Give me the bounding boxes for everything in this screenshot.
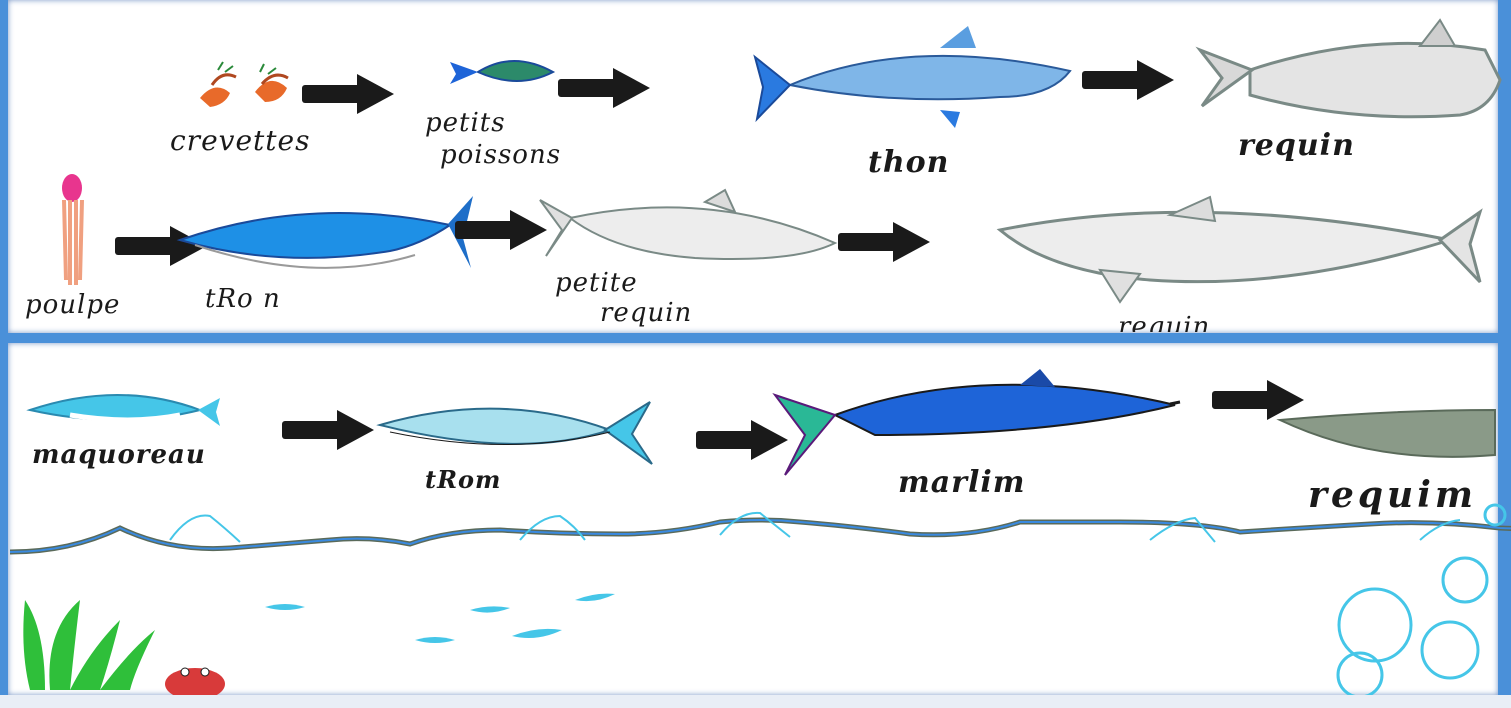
tuna-drawing-2 — [180, 196, 473, 268]
small-fish-drawing — [450, 61, 553, 84]
arrow-1 — [302, 74, 394, 114]
label-petite: petite — [555, 268, 638, 298]
label-requin-2: requin — [1118, 312, 1210, 332]
school-of-fish-drawing — [265, 594, 615, 643]
label-poissons: poissons — [440, 140, 561, 170]
tuna-drawing-1 — [755, 26, 1070, 128]
shark-drawing-1 — [1200, 20, 1500, 117]
shark-drawing-2 — [1000, 197, 1480, 302]
arrow-6 — [838, 222, 930, 262]
label-thon-2: tRo n — [205, 284, 281, 314]
bubbles-drawing — [1338, 505, 1505, 697]
small-shark-drawing — [540, 190, 835, 259]
tuna-drawing-3 — [380, 402, 652, 464]
shark-drawing-3 — [1280, 410, 1495, 457]
shrimp-drawing — [200, 62, 288, 107]
marlin-drawing — [775, 369, 1180, 475]
arrow-8 — [696, 420, 788, 460]
arrow-9 — [1212, 380, 1304, 420]
label-petits: petits — [425, 108, 506, 138]
label-poulpe: poulpe — [25, 290, 120, 320]
octopus-drawing — [62, 174, 82, 285]
arrow-4 — [115, 226, 207, 266]
label-petit-requin: requin — [600, 298, 692, 328]
label-crevettes: crevettes — [170, 124, 310, 157]
label-thon-3: tRom — [425, 465, 501, 494]
label-thon: thon — [868, 145, 950, 180]
mackerel-drawing — [30, 395, 220, 426]
label-maquoreau: maquoreau — [32, 440, 206, 470]
bottom-edge — [0, 695, 1511, 708]
waves-drawing — [10, 513, 1511, 552]
seaweed-drawing — [23, 600, 155, 690]
arrow-3 — [1082, 60, 1174, 100]
arrow-2 — [558, 68, 650, 108]
arrow-5 — [455, 210, 547, 250]
arrow-7 — [282, 410, 374, 450]
label-requin: requin — [1238, 128, 1355, 163]
label-marlim: marlim — [898, 465, 1026, 500]
label-requim: requim — [1308, 474, 1477, 516]
